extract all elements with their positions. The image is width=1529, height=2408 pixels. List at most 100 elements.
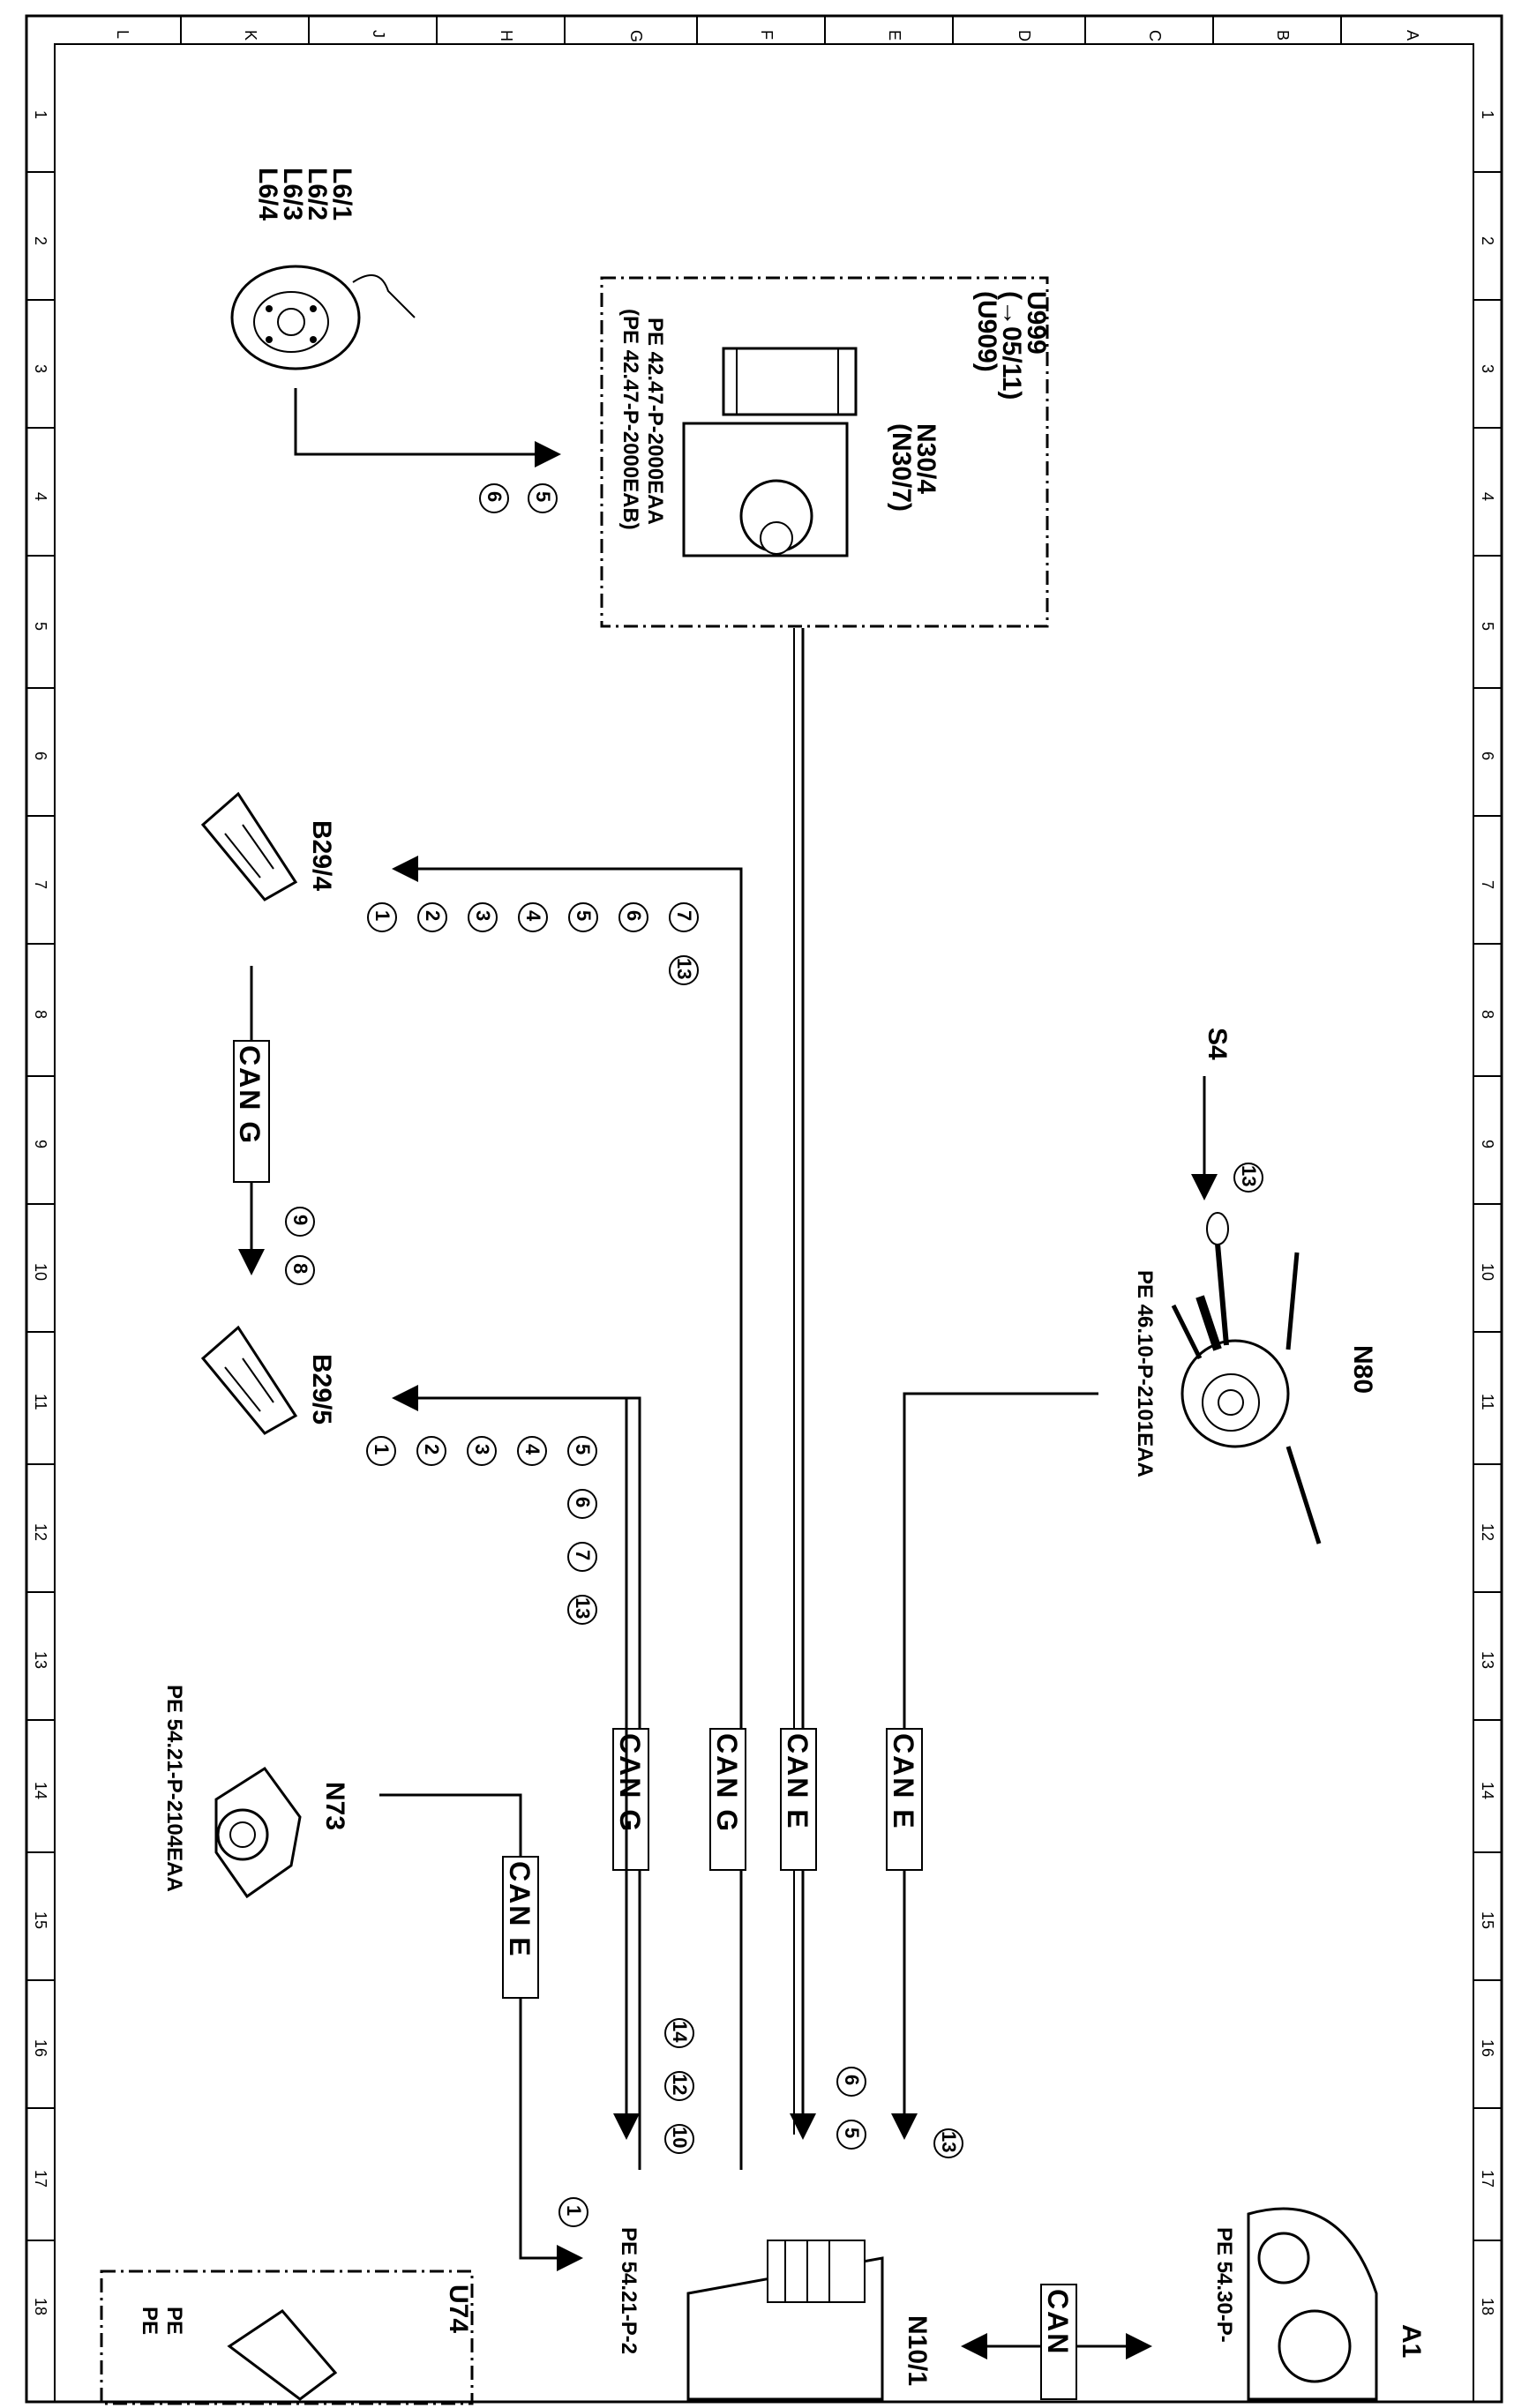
row-number: 13 bbox=[32, 1651, 49, 1669]
row-number: 1 bbox=[1479, 110, 1496, 119]
b29-4-circles: 7 6 5 4 3 2 1 13 bbox=[367, 902, 699, 985]
col-letter: K bbox=[242, 30, 259, 41]
n80-label: N80 bbox=[1348, 1345, 1377, 1394]
row-number: 1 bbox=[32, 110, 49, 119]
b29-4-label: B29/4 bbox=[307, 820, 336, 891]
inner-frame bbox=[54, 43, 1474, 2403]
row-number: 16 bbox=[1479, 2039, 1496, 2057]
circle-num: 13 bbox=[572, 1597, 594, 1619]
n10-label: N10/1 bbox=[903, 2315, 932, 2386]
row-number: 2 bbox=[32, 236, 49, 245]
circle-num: 6 bbox=[572, 1497, 594, 1507]
row-number: 2 bbox=[1479, 236, 1496, 245]
n73-switch: N73 PE 54.21-P-2104EAA bbox=[162, 1685, 349, 1899]
u74-ref-1: PE bbox=[162, 2307, 186, 2335]
n30-label-u909: (U909) bbox=[972, 291, 1001, 372]
row-number: 3 bbox=[32, 364, 49, 373]
b29-4-feed-line bbox=[392, 856, 743, 2170]
n30-label-n30-4: N30/4 bbox=[911, 423, 941, 494]
circle-num: 13 bbox=[673, 958, 695, 979]
can-e-2-label: CAN E bbox=[888, 1733, 919, 1830]
row-number: 12 bbox=[1479, 1523, 1496, 1541]
circle-num: 5 bbox=[841, 2128, 863, 2138]
circle-num: 6 bbox=[623, 910, 645, 921]
circle-num: 1 bbox=[371, 910, 393, 921]
row-number: 9 bbox=[1479, 1140, 1496, 1148]
col-letter: C bbox=[1146, 30, 1164, 41]
col-letter: F bbox=[758, 30, 776, 40]
row-number: 7 bbox=[1479, 880, 1496, 889]
circle-num: 13 bbox=[938, 2131, 960, 2152]
row-number: 8 bbox=[1479, 1010, 1496, 1019]
b29-5-label: B29/5 bbox=[307, 1354, 336, 1425]
l6-sensor: L6/1 L6/2 L6/3 L6/4 bbox=[230, 168, 416, 370]
l6-label-3: L6/3 bbox=[278, 168, 307, 221]
s4-label-group: S4 13 bbox=[1191, 1028, 1263, 1200]
row-number: 4 bbox=[32, 492, 49, 501]
row-number: 11 bbox=[32, 1394, 49, 1410]
col-letter: B bbox=[1274, 30, 1292, 41]
row-number: 11 bbox=[1479, 1394, 1496, 1410]
col-letter: L bbox=[114, 30, 131, 39]
col-letter: A bbox=[1404, 30, 1421, 41]
can-g-b29-label: CAN G bbox=[234, 1045, 266, 1145]
n30-label-u999: U999 bbox=[1022, 291, 1051, 355]
row-number: 15 bbox=[1479, 1911, 1496, 1929]
u74-ref-2: PE bbox=[138, 2307, 161, 2335]
circle-num: 9 bbox=[289, 1215, 311, 1225]
a1-can-label: CAN bbox=[1042, 2289, 1074, 2355]
circle-num: 4 bbox=[522, 910, 544, 922]
circle-num: 7 bbox=[572, 1550, 594, 1560]
b29-5-sensor: B29/5 bbox=[200, 1325, 336, 1435]
row-numbers: 1 2 3 4 5 6 7 8 9 10 11 12 13 14 15 16 1… bbox=[32, 110, 1496, 2315]
row-number: 17 bbox=[1479, 2170, 1496, 2187]
can-g-1-label: CAN G bbox=[614, 1733, 646, 1833]
u74-label: U74 bbox=[444, 2285, 473, 2333]
a1-label: A1 bbox=[1397, 2324, 1426, 2358]
row-number: 3 bbox=[1479, 364, 1496, 373]
circle-num: 13 bbox=[1238, 1165, 1260, 1186]
row-number: 5 bbox=[1479, 622, 1496, 631]
a1-cluster: A1 PE 54.30-P- bbox=[1212, 2207, 1426, 2401]
col-letter: E bbox=[886, 30, 903, 41]
n10-module: N10/1 PE 54.21-P-2 bbox=[617, 2227, 932, 2401]
n30-ref-1: PE 42.47-P-2000EAA bbox=[643, 318, 667, 525]
row-number: 10 bbox=[1479, 1263, 1496, 1281]
n80-switch: N80 PE 46.10-P-2101EAA bbox=[1133, 1212, 1377, 1544]
b29-5-circles: 5 4 3 2 1 6 7 13 bbox=[366, 1436, 597, 1625]
row-number: 12 bbox=[32, 1523, 49, 1541]
circle-num: 5 bbox=[572, 1444, 594, 1455]
row-dividers bbox=[26, 171, 1502, 2241]
b29-4-sensor: B29/4 bbox=[200, 791, 336, 901]
l6-label-1: L6/1 bbox=[327, 168, 356, 221]
s4-label: S4 bbox=[1203, 1028, 1232, 1060]
col-letter: D bbox=[1016, 30, 1033, 41]
row-number: 6 bbox=[32, 752, 49, 760]
circle-num: 2 bbox=[422, 910, 444, 921]
n10-ref: PE 54.21-P-2 bbox=[617, 2227, 641, 2354]
circle-num: 8 bbox=[289, 1263, 311, 1274]
n73-to-n10-line bbox=[379, 1793, 583, 2271]
circle-num: 6 bbox=[483, 491, 506, 502]
circle-num: 2 bbox=[421, 1444, 443, 1455]
row-number: 17 bbox=[32, 2170, 49, 2187]
row-number: 15 bbox=[32, 1911, 49, 1929]
circle-num: 10 bbox=[669, 2127, 691, 2148]
column-letters: L K J H G F E D C B A bbox=[114, 30, 1421, 42]
l6-to-n30-line bbox=[294, 388, 561, 467]
g-to-n10-circles: 14 12 10 bbox=[664, 2018, 694, 2154]
row-number: 13 bbox=[1479, 1651, 1496, 1669]
col-letter: H bbox=[498, 30, 515, 41]
n30-unit: U999 (→05/11) (U909) N30/4 (N30/7) PE 42… bbox=[600, 276, 1051, 628]
circle-num: 6 bbox=[841, 2075, 863, 2085]
circle-num: 3 bbox=[471, 1444, 493, 1455]
col-letter: G bbox=[627, 30, 645, 42]
row-number: 18 bbox=[1479, 2298, 1496, 2315]
b29-5-feed-line bbox=[392, 1385, 641, 2170]
row-number: 6 bbox=[1479, 752, 1496, 760]
u74-unit: U74 PE PE bbox=[100, 2270, 474, 2405]
circle-num: 4 bbox=[521, 1444, 543, 1455]
can-e-n73-label: CAN E bbox=[504, 1861, 536, 1958]
n73-ref: PE 54.21-P-2104EAA bbox=[162, 1685, 186, 1892]
